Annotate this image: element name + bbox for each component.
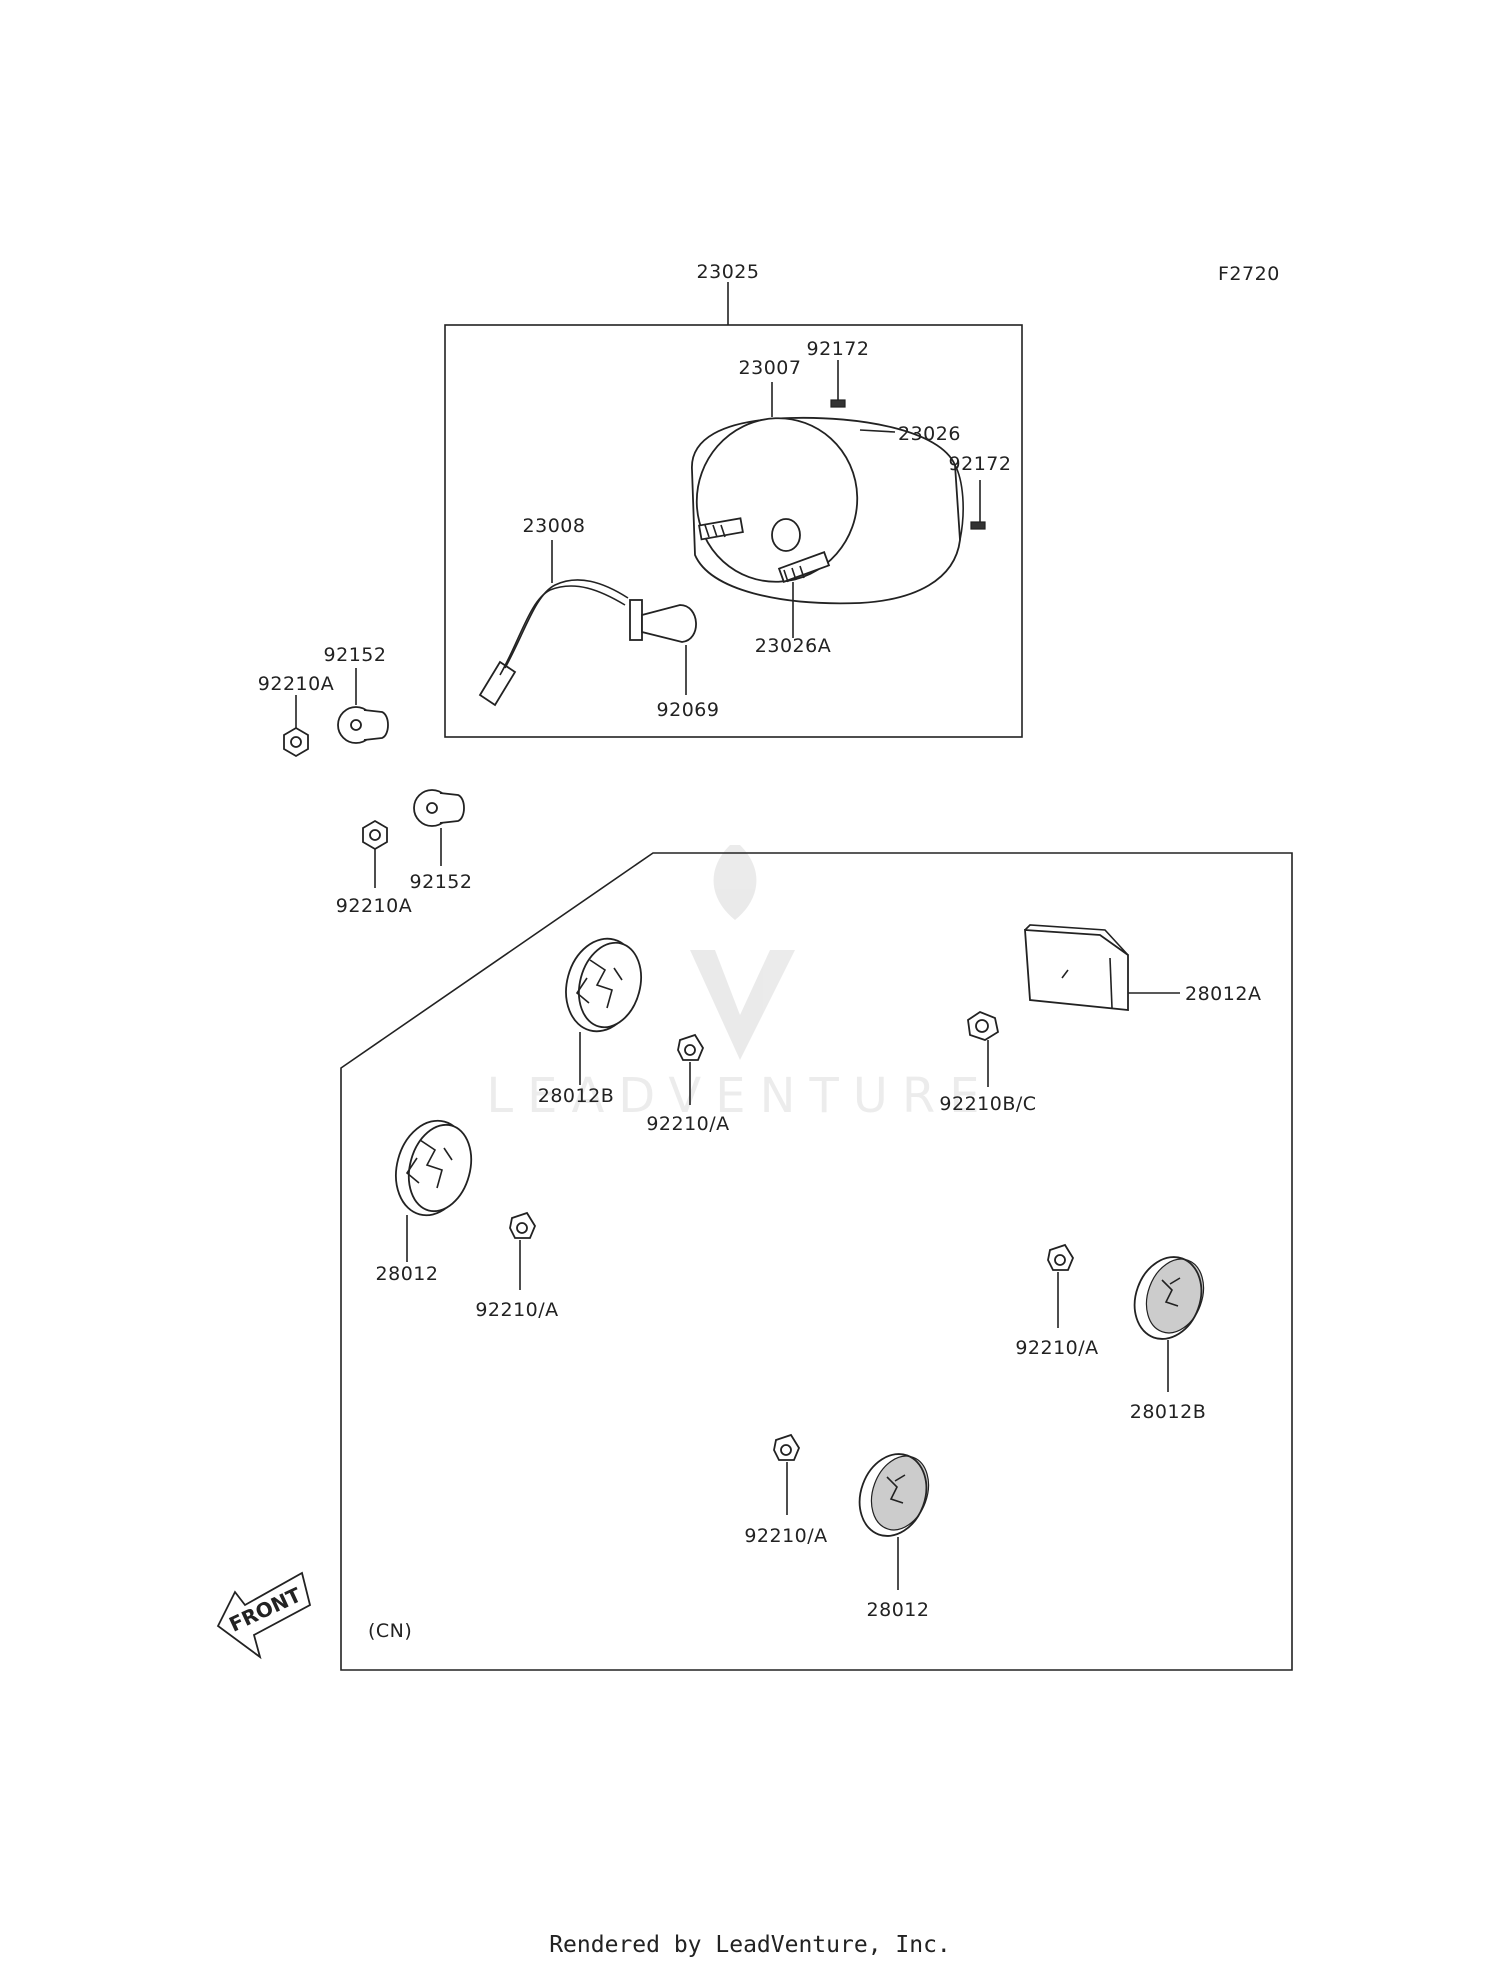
- clip-nut-92210-A-3[interactable]: [1047, 1243, 1075, 1271]
- housing-rim: [695, 417, 859, 583]
- label-92152-upper[interactable]: 92152: [324, 644, 387, 666]
- reflector-28012-bottom[interactable]: [849, 1445, 939, 1546]
- label-23026A[interactable]: 23026A: [755, 635, 831, 657]
- label-92152-lower[interactable]: 92152: [410, 871, 473, 893]
- screw-92172-right[interactable]: [970, 480, 986, 530]
- bushing-92152-lower[interactable]: [413, 789, 465, 827]
- clip-nut-92210-A-2[interactable]: [509, 1211, 537, 1239]
- bushing-92152-upper[interactable]: [337, 706, 389, 744]
- label-28012B-right[interactable]: 28012B: [1130, 1401, 1206, 1423]
- label-92172-top[interactable]: 92172: [807, 338, 870, 360]
- clip-nut-92210BC[interactable]: [967, 1010, 1000, 1041]
- label-23026[interactable]: 23026: [898, 423, 961, 445]
- leadventure-watermark: LEADVENTURE: [486, 845, 993, 1124]
- headlight-kit-box: [444, 324, 1023, 738]
- reflector-28012B-right[interactable]: [1124, 1248, 1214, 1349]
- label-23008[interactable]: 23008: [523, 515, 586, 537]
- label-92172-right[interactable]: 92172: [949, 453, 1012, 475]
- label-92210A-upper[interactable]: 92210A: [258, 673, 334, 695]
- label-92210-A-3[interactable]: 92210/A: [1015, 1337, 1098, 1359]
- footer-credit: Rendered by LeadVenture, Inc.: [549, 1932, 951, 1958]
- nut-92210A-lower[interactable]: [362, 819, 388, 851]
- license-lamp-28012A[interactable]: [1024, 924, 1129, 1011]
- label-28012-left[interactable]: 28012: [376, 1263, 439, 1285]
- nut-92210A-upper[interactable]: [283, 726, 309, 758]
- label-28012-bottom[interactable]: 28012: [867, 1599, 930, 1621]
- reflector-28012-left[interactable]: [386, 1113, 481, 1224]
- front-direction-arrow: FRONT: [216, 1571, 312, 1660]
- wire-harness[interactable]: [478, 579, 697, 707]
- label-23007[interactable]: 23007: [739, 357, 802, 379]
- cn-variant-box: [340, 852, 1293, 1671]
- figure-code: F2720: [1218, 263, 1280, 285]
- leadventure-logo-icon: [690, 950, 795, 1060]
- headlight-housing[interactable]: [674, 396, 964, 605]
- bulb-hole: [771, 518, 801, 552]
- label-92210-A-4[interactable]: 92210/A: [744, 1525, 827, 1547]
- watermark-text: LEADVENTURE: [486, 1068, 993, 1124]
- screw-92172-top[interactable]: [830, 360, 846, 408]
- clip-nut-92210-A-1[interactable]: [677, 1033, 705, 1061]
- label-92210-A-2[interactable]: 92210/A: [475, 1299, 558, 1321]
- cn-label: (CN): [368, 1620, 412, 1642]
- reflector-28012B-upper[interactable]: [556, 931, 650, 1040]
- clip-nut-92210-A-4[interactable]: [773, 1433, 801, 1461]
- label-92069[interactable]: 92069: [657, 699, 720, 721]
- label-23025[interactable]: 23025: [697, 261, 760, 283]
- label-28012B-upper[interactable]: 28012B: [538, 1085, 614, 1107]
- label-92210BC[interactable]: 92210B/C: [939, 1093, 1036, 1115]
- label-92210A-lower[interactable]: 92210A: [336, 895, 412, 917]
- label-92210-A-1[interactable]: 92210/A: [646, 1113, 729, 1135]
- flame-icon: [713, 845, 757, 920]
- label-28012A[interactable]: 28012A: [1185, 983, 1261, 1005]
